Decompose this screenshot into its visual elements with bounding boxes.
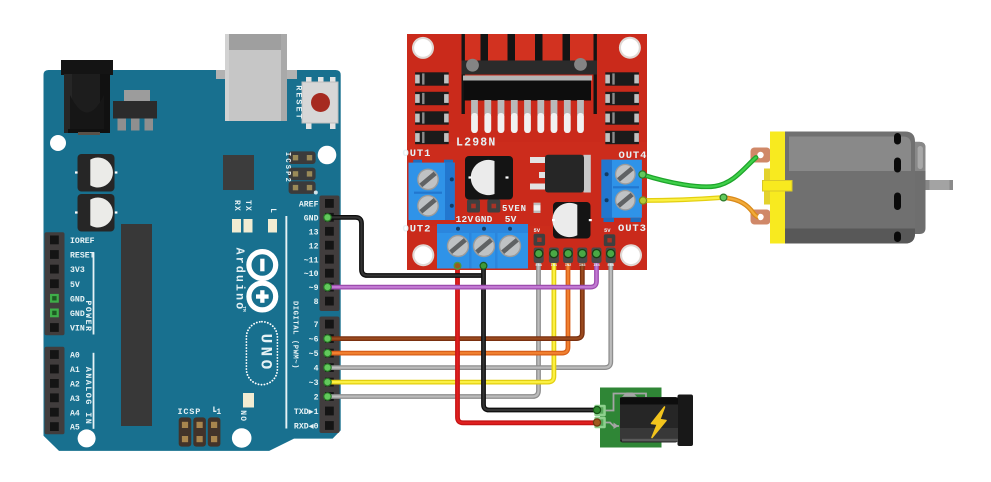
svg-text:~10: ~10 (304, 270, 319, 279)
svg-text:OUT4: OUT4 (619, 150, 648, 162)
svg-text:ON: ON (241, 409, 250, 421)
svg-text:ENA: ENA (535, 264, 542, 268)
svg-text:RESET: RESET (70, 252, 95, 261)
svg-text:DIGITAL (PWM~): DIGITAL (PWM~) (291, 301, 299, 369)
svg-text:2: 2 (314, 394, 319, 403)
svg-text:5V: 5V (505, 214, 517, 225)
svg-text:POWER: POWER (83, 300, 92, 332)
svg-text:A3: A3 (70, 395, 80, 404)
svg-text:ENB: ENB (607, 264, 614, 268)
svg-text:7: 7 (314, 321, 319, 330)
svg-text:RESET: RESET (293, 85, 303, 121)
svg-text:OUT3: OUT3 (618, 223, 647, 235)
svg-text:L298N: L298N (456, 137, 497, 150)
svg-text:L: L (268, 208, 277, 213)
svg-text:A5: A5 (70, 424, 80, 433)
svg-text:┗1: ┗1 (212, 406, 222, 417)
svg-text:RXD◀0: RXD◀0 (294, 423, 319, 432)
svg-text:~11: ~11 (304, 256, 319, 265)
svg-text:3V3: 3V3 (70, 266, 85, 275)
svg-text:GND: GND (70, 310, 85, 319)
svg-text:~5: ~5 (309, 350, 319, 359)
svg-text:TX: TX (243, 200, 252, 212)
svg-text:OUT1: OUT1 (403, 148, 432, 160)
svg-text:5V: 5V (70, 281, 80, 290)
svg-text:~9: ~9 (309, 284, 319, 293)
svg-text:IOREF: IOREF (70, 237, 95, 246)
svg-text:A2: A2 (70, 381, 80, 390)
svg-text:13: 13 (309, 228, 319, 237)
svg-text:TM: TM (241, 306, 247, 312)
svg-text:AREF: AREF (299, 201, 319, 210)
svg-text:GND: GND (70, 295, 85, 304)
svg-text:5V: 5V (604, 227, 611, 234)
svg-text:IN1: IN1 (551, 264, 557, 268)
svg-text:TXD▶1: TXD▶1 (294, 408, 319, 417)
svg-text:4: 4 (314, 365, 319, 374)
svg-text:ICSP: ICSP (178, 407, 202, 417)
svg-text:ANALOG IN: ANALOG IN (83, 367, 93, 426)
svg-text:GND: GND (475, 214, 493, 225)
svg-text:UNO: UNO (257, 334, 275, 373)
svg-text:A1: A1 (70, 366, 80, 375)
svg-text:ICSP2: ICSP2 (283, 152, 291, 184)
svg-text:~3: ~3 (309, 379, 319, 388)
svg-text:5VEN: 5VEN (502, 204, 527, 214)
svg-text:IN4: IN4 (593, 264, 600, 268)
svg-text:OUT2: OUT2 (403, 224, 432, 236)
svg-text:A0: A0 (70, 352, 80, 361)
svg-text:5V: 5V (534, 227, 541, 234)
svg-text:GND: GND (304, 214, 319, 223)
svg-text:12: 12 (309, 242, 319, 251)
svg-text:A4: A4 (70, 409, 80, 418)
svg-text:8: 8 (314, 298, 319, 307)
svg-text:Arduino: Arduino (233, 248, 246, 312)
svg-text:12V: 12V (456, 214, 474, 225)
svg-text:~6: ~6 (309, 336, 319, 345)
svg-text:IN2: IN2 (565, 264, 571, 268)
svg-text:RX: RX (232, 200, 241, 212)
svg-text:VIN: VIN (70, 325, 85, 334)
svg-text:IN3: IN3 (579, 264, 585, 268)
